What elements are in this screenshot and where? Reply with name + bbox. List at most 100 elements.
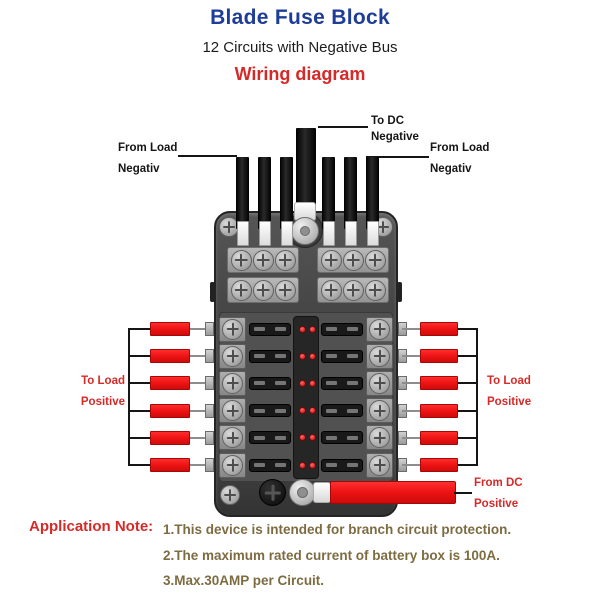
blade-fuse — [321, 404, 363, 418]
label-line: Negativ — [118, 163, 160, 175]
note-item-1: 1.This device is intended for branch cir… — [163, 522, 512, 537]
load-positive-wire — [420, 458, 458, 472]
terminal-screw — [222, 454, 243, 476]
load-positive-wire — [420, 349, 458, 364]
terminal-lead — [190, 464, 210, 466]
section-heading: Wiring diagram — [234, 64, 366, 84]
negative-bus-wire — [344, 157, 357, 229]
load-bus-line-left — [128, 328, 130, 466]
terminal-screw — [342, 279, 364, 301]
negative-bus-wire — [280, 157, 293, 229]
label-line: To DC — [371, 115, 405, 127]
terminal-lead — [402, 464, 420, 466]
blown-fuse-led — [308, 325, 316, 333]
terminal-screw — [252, 279, 274, 301]
label-to-load-positive-right: To Load Positive — [487, 371, 531, 413]
terminal-lead — [402, 328, 420, 330]
terminal-lead — [190, 409, 210, 412]
blown-fuse-led — [308, 461, 316, 469]
load-bus-segment — [458, 409, 478, 412]
negative-stud-center — [300, 226, 310, 236]
load-bus-segment — [128, 464, 151, 466]
label-line: To Load — [81, 375, 125, 387]
terminal-screw — [342, 249, 364, 271]
load-positive-wire — [420, 322, 458, 336]
blown-fuse-led — [308, 434, 316, 442]
terminal-screw — [274, 249, 296, 271]
label-line: To Load — [487, 375, 531, 387]
label-line: Positive — [474, 498, 519, 510]
terminal-screw — [252, 249, 274, 271]
blade-fuse — [249, 322, 291, 336]
terminal-lead — [402, 409, 420, 412]
load-bus-segment — [458, 355, 478, 358]
load-bus-segment — [128, 436, 151, 439]
blown-fuse-led — [298, 379, 306, 387]
blade-fuse — [249, 376, 291, 390]
page-subtitle: 12 Circuits with Negative Bus — [202, 39, 398, 56]
blown-fuse-led — [298, 325, 306, 333]
wire-crimp-connector — [344, 221, 357, 246]
terminal-tab — [205, 430, 214, 445]
load-positive-wire — [420, 376, 458, 391]
label-line: From DC — [474, 477, 523, 489]
blown-fuse-led — [308, 407, 316, 415]
terminal-lead — [402, 436, 420, 439]
note-item-2: 2.The maximum rated current of battery b… — [163, 548, 500, 563]
blade-fuse — [321, 431, 363, 445]
blown-fuse-led — [298, 407, 306, 415]
label-to-load-positive-left: To Load Positive — [58, 371, 125, 413]
terminal-screw — [274, 279, 296, 301]
terminal-tab — [205, 322, 214, 336]
load-positive-wire — [150, 458, 190, 472]
callout-line — [318, 126, 368, 128]
terminal-tab — [205, 458, 214, 472]
led-indicator-strip — [293, 316, 319, 479]
load-bus-segment — [458, 436, 478, 439]
label-to-dc-negative: To DC Negative — [371, 113, 419, 145]
terminal-tab — [205, 403, 214, 418]
blade-fuse — [321, 322, 363, 336]
label-from-load-negative-left: From Load Negativ — [118, 138, 177, 180]
negative-bus-wire — [366, 157, 379, 229]
label-line: From Load — [430, 142, 490, 154]
wire-crimp-connector — [322, 221, 335, 246]
terminal-lead — [190, 328, 210, 330]
label-line: Negativ — [430, 163, 472, 175]
blown-fuse-led — [298, 461, 306, 469]
blade-fuse — [249, 458, 291, 472]
terminal-screw — [222, 345, 243, 367]
terminal-screw — [320, 249, 342, 271]
terminal-screw — [222, 427, 243, 449]
positive-stud-center — [297, 487, 308, 498]
positive-bus-screw — [259, 479, 286, 506]
terminal-tab — [205, 376, 214, 391]
label-line: Negative — [371, 131, 419, 143]
load-bus-segment — [458, 328, 478, 330]
load-positive-wire — [420, 403, 458, 418]
blown-fuse-led — [308, 379, 316, 387]
blade-fuse — [249, 349, 291, 363]
load-positive-wire — [150, 349, 190, 364]
terminal-screw — [369, 345, 390, 367]
label-line: Positive — [487, 396, 532, 408]
load-bus-segment — [128, 409, 151, 412]
load-positive-wire — [150, 430, 190, 445]
corner-screw-bottom-left — [220, 485, 240, 505]
terminal-lead — [190, 436, 210, 439]
terminal-tab — [205, 349, 214, 364]
blown-fuse-led — [308, 352, 316, 360]
terminal-screw — [222, 318, 243, 340]
terminal-screw — [320, 279, 342, 301]
terminal-screw — [369, 454, 390, 476]
callout-line — [454, 492, 472, 494]
terminal-screw — [364, 249, 386, 271]
terminal-screw — [369, 427, 390, 449]
label-from-load-negative-right: From Load Negativ — [430, 138, 489, 180]
terminal-lead — [190, 382, 210, 385]
wire-crimp-connector — [236, 221, 249, 246]
wire-crimp-connector — [258, 221, 271, 246]
blade-fuse — [249, 431, 291, 445]
